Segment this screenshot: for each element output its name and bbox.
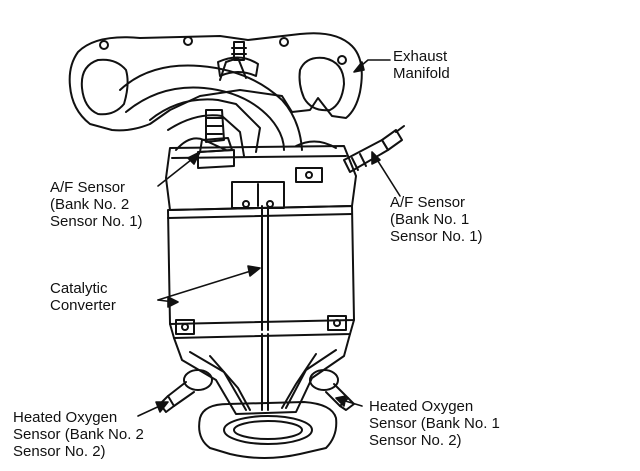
heated-oxygen-sensor-bank1-label-line1: Heated Oxygen — [369, 398, 474, 415]
heated-oxygen-sensor-bank1-label-line2: Sensor (Bank No. 1 — [369, 415, 500, 432]
catalytic-converter-label-line2: Converter — [50, 297, 116, 314]
exhaust-manifold-label-line2: Manifold — [393, 65, 450, 82]
af-sensor-bank2-label-line3: Sensor No. 1) — [50, 213, 143, 230]
catalytic-converter-body — [167, 205, 355, 339]
leader-lines — [137, 59, 401, 417]
af-sensor-bank2-label: A/F Sensor (Bank No. 2 Sensor No. 1) — [50, 179, 143, 230]
converter-upper-shell — [165, 137, 357, 211]
heated-oxygen-sensor-bank1-label-line3: Sensor No. 2) — [369, 432, 462, 449]
af-sensor-bank1-label-line2: (Bank No. 1 — [390, 211, 470, 228]
exhaust-manifold-flange — [68, 32, 363, 132]
catalytic-converter-label: Catalytic Converter — [50, 280, 116, 314]
heated-oxygen-sensor-bank1-label: Heated Oxygen Sensor (Bank No. 1 Sensor … — [369, 398, 500, 449]
af-sensor-bank1-icon — [343, 125, 405, 173]
af-sensor-bank2-label-line1: A/F Sensor — [50, 179, 126, 196]
catalytic-converter-label-line1: Catalytic — [50, 280, 108, 297]
af-sensor-bank1-label-line3: Sensor No. 1) — [390, 228, 483, 245]
heated-oxygen-sensor-bank2-label-line1: Heated Oxygen — [13, 409, 118, 426]
af-sensor-bank2-label-line2: (Bank No. 2 — [50, 196, 130, 213]
af-sensor-bank1-label-line1: A/F Sensor — [390, 194, 466, 211]
af-sensor-bank2-icon — [197, 109, 235, 169]
heated-oxygen-sensor-bank2-label-line3: Sensor No. 2) — [13, 443, 106, 460]
heated-oxygen-sensor-bank2-icon — [159, 369, 213, 413]
heated-oxygen-sensor-bank2-label: Heated Oxygen Sensor (Bank No. 2 Sensor … — [13, 409, 144, 460]
exhaust-manifold-label-line1: Exhaust — [393, 48, 448, 65]
exhaust-manifold-label: Exhaust Manifold — [393, 48, 450, 82]
af-sensor-bank1-label: A/F Sensor (Bank No. 1 Sensor No. 1) — [390, 194, 483, 245]
heated-oxygen-sensor-bank2-label-line2: Sensor (Bank No. 2 — [13, 426, 144, 443]
manifold-runners — [119, 41, 303, 157]
converter-outlet-cone — [173, 333, 351, 459]
